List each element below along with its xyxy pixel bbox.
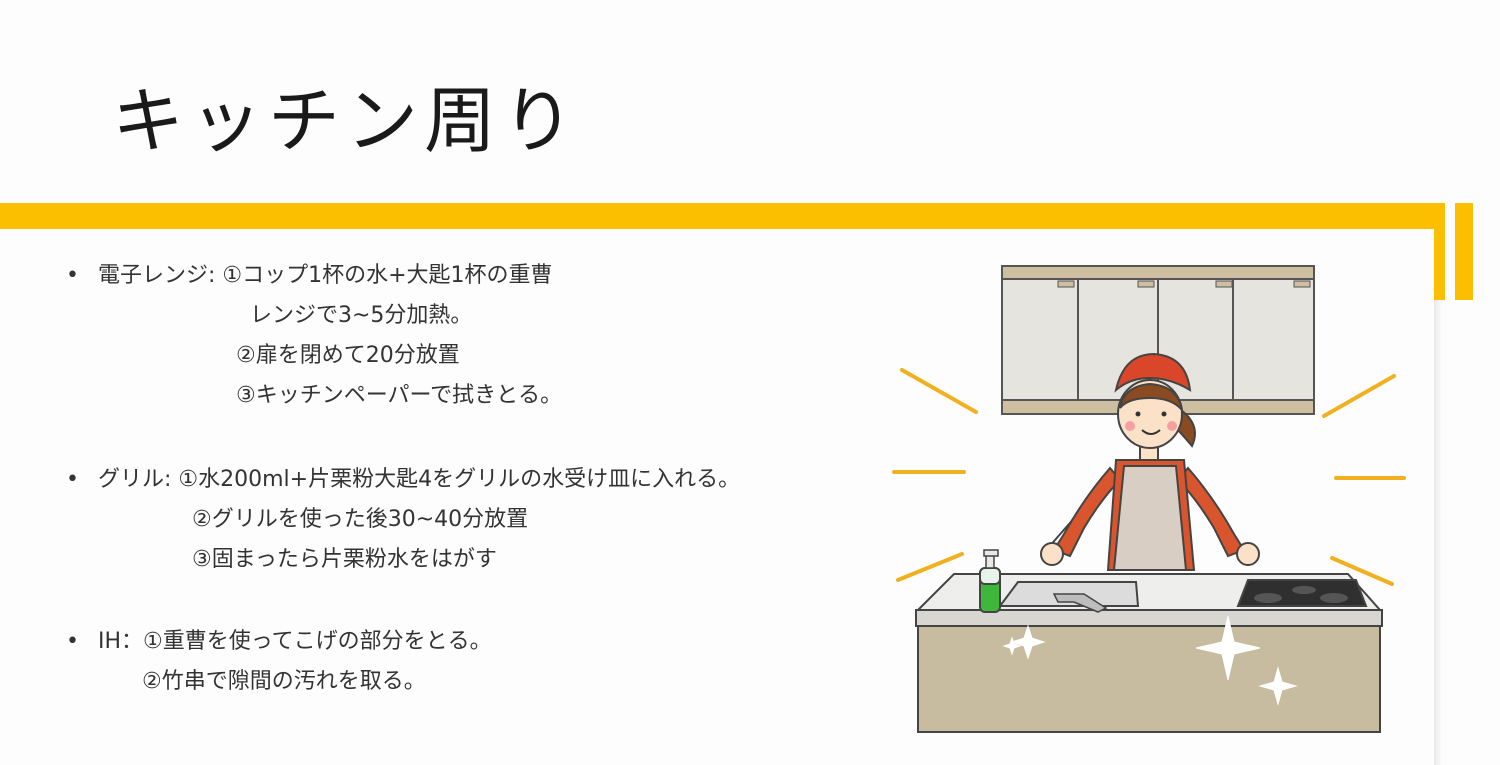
person-figure — [1040, 352, 1260, 571]
grill-step-2: ②グリルを使った後30~40分放置 — [192, 507, 529, 532]
kitchen-cleaning-illustration — [888, 258, 1413, 738]
accent-bar — [0, 203, 1445, 229]
accent-bar-drop — [1434, 203, 1445, 300]
panel-shadow — [1434, 300, 1442, 765]
grill-step-1: グリル: ①水200ml+片栗粉大匙4をグリルの水受け皿に入れる。 — [98, 467, 741, 492]
microwave-step-1-cont: レンジで3~5分加熱。 — [250, 303, 473, 328]
ih-step-1: IH：①重曹を使ってこげの部分をとる。 — [98, 629, 492, 654]
bullet-marker: • — [66, 263, 79, 288]
grill-step-3: ③固まったら片栗粉水をはがす — [192, 547, 497, 572]
microwave-step-1: 電子レンジ: ①コップ1杯の水+大匙1杯の重曹 — [98, 263, 553, 288]
microwave-step-3: ③キッチンペーパーで拭きとる。 — [236, 383, 563, 408]
microwave-step-2: ②扉を閉めて20分放置 — [236, 343, 460, 368]
bullet-list: • 電子レンジ: ①コップ1杯の水+大匙1杯の重曹 レンジで3~5分加熱。 ②扉… — [66, 263, 741, 694]
bullet-marker: • — [66, 467, 79, 492]
bullet-marker: • — [66, 629, 79, 654]
slide-title: キッチン周り — [112, 79, 581, 163]
ih-step-2: ②竹串で隙間の汚れを取る。 — [142, 669, 426, 694]
accent-bar-side — [1455, 203, 1473, 300]
